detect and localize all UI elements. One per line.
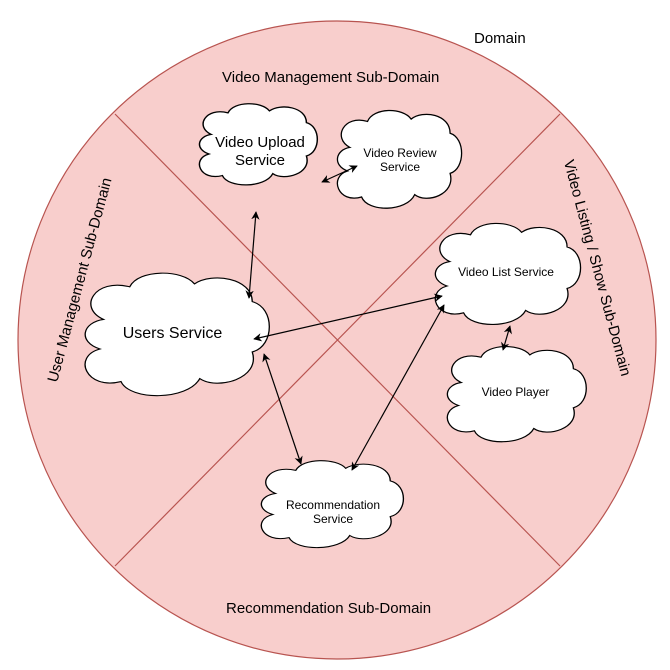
arrow-videolist-player	[501, 325, 512, 351]
service-label-users: Users Service	[100, 320, 245, 348]
arrow-upload-users	[245, 211, 260, 299]
arrow-upload-review	[321, 165, 358, 183]
service-label-video-player: Video Player	[458, 382, 573, 402]
subdomain-label-recommendation: Recommendation Sub-Domain	[226, 600, 432, 617]
cloud-video-player[interactable]	[446, 345, 587, 443]
arrow-users-recommendation	[262, 353, 303, 465]
service-label-video-review: Video Review Service	[345, 140, 455, 180]
cloud-recommendation[interactable]	[260, 460, 405, 549]
service-label-line: Service	[379, 160, 420, 174]
service-label-line: Video Upload	[215, 134, 305, 151]
arrow-recommendation-videolist	[351, 304, 445, 471]
service-label-line: Service	[234, 152, 286, 169]
service-label-recommendation: Recommendation Service	[268, 494, 398, 530]
domain-title: Domain	[474, 30, 526, 47]
service-label-video-upload: Video Upload Service	[205, 130, 315, 174]
service-label-line: Service	[312, 512, 353, 526]
service-label-line: Video List Service	[458, 264, 554, 279]
cloud-users[interactable]	[84, 272, 270, 397]
service-label-video-list: Video List Service	[445, 262, 567, 282]
service-label-line: Video Player	[481, 384, 550, 399]
service-label-line: Video Review	[363, 145, 437, 160]
cloud-video-upload[interactable]	[198, 103, 319, 186]
arrow-users-videolist	[253, 293, 443, 342]
service-label-line: Recommendation	[285, 497, 381, 512]
service-label-line: Users Service	[122, 325, 223, 343]
subdomain-label-video-management: Video Management Sub-Domain	[222, 69, 440, 86]
